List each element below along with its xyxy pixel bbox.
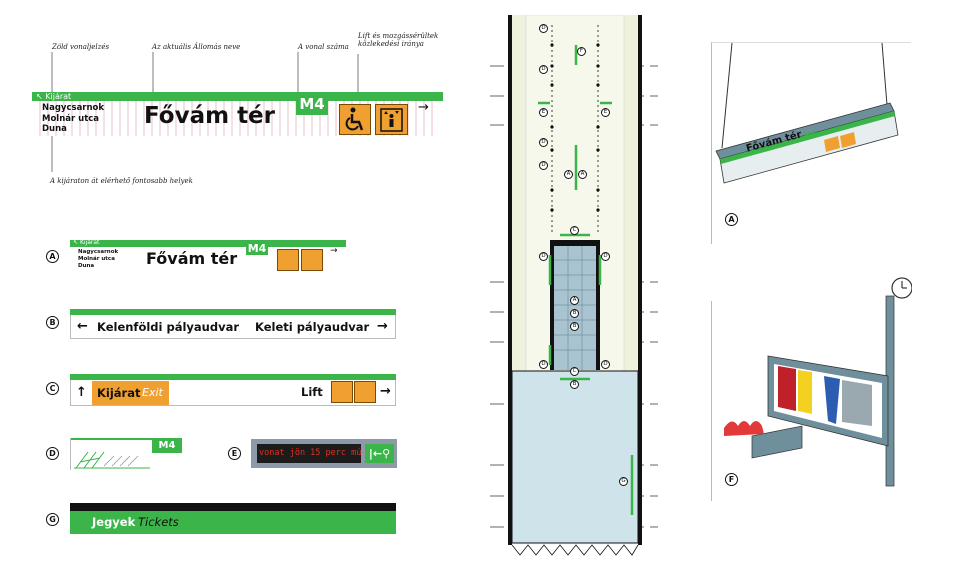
label-c-circle: C bbox=[46, 382, 59, 395]
label-d-circle: D bbox=[46, 447, 59, 460]
hanging-sign-illustration bbox=[715, 43, 899, 184]
annotation-current-station: Az aktuális Állomás neve bbox=[152, 43, 241, 51]
plan-marker-c: C bbox=[570, 226, 579, 235]
sign-b-right-destination: Keleti pályaudvar bbox=[255, 320, 370, 334]
plan-marker-d: D bbox=[601, 360, 610, 369]
label-e-circle: E bbox=[228, 447, 241, 460]
sign-e: vonat jön 15 perc múlva |←⚲ bbox=[251, 439, 397, 468]
label-a-circle: A bbox=[46, 250, 59, 263]
plan-marker-e: E bbox=[539, 108, 548, 117]
annotation-line-color: Zöld vonaljelzés bbox=[52, 43, 110, 51]
annotation-lift-direction: Lift és mozgássérültek közlekedési irány… bbox=[358, 32, 439, 48]
plan-marker-b: B bbox=[570, 380, 579, 389]
label-f-view-circle: F bbox=[725, 473, 738, 486]
plan-marker-b: B bbox=[570, 309, 579, 318]
platform-plan bbox=[490, 15, 658, 556]
plan-marker-a: A bbox=[570, 296, 579, 305]
annotation-leader-lines bbox=[51, 52, 359, 172]
sign-g-tickets: Jegyek bbox=[92, 515, 136, 529]
plan-marker-d: D bbox=[539, 65, 548, 74]
plan-sign-marks bbox=[538, 45, 634, 515]
sign-c-lift-icon bbox=[354, 381, 376, 403]
place-molnar-utca: Molnár utca bbox=[42, 113, 100, 124]
info-board-illustration bbox=[724, 277, 912, 487]
sign-c: ↑ Kijárat Exit Lift → bbox=[70, 374, 396, 406]
sign-c-arrow: → bbox=[380, 384, 391, 399]
sign-c-lift-label: Lift bbox=[301, 385, 323, 399]
plan-marker-f: F bbox=[577, 47, 586, 56]
plan-marker-d: D bbox=[539, 360, 548, 369]
plan-marker-d: D bbox=[601, 252, 610, 261]
sign-a-arrow: → bbox=[330, 246, 338, 256]
view-a-frame: Fővám tér M4 A bbox=[711, 42, 911, 244]
sign-a-wheelchair-icon bbox=[277, 249, 299, 271]
plan-marker-d: D bbox=[539, 252, 548, 261]
main-station-sign: ↖ Kijárat Nagycsarnok Molnár utca Duna F… bbox=[32, 92, 443, 136]
sign-g-tickets-en: Tickets bbox=[138, 515, 179, 529]
plan-marker-a: A bbox=[564, 170, 573, 179]
place-duna: Duna bbox=[42, 124, 67, 134]
main-sign-places: Nagycsarnok Molnár utca Duna bbox=[42, 103, 104, 135]
sign-c-exit-box: Kijárat Exit bbox=[92, 381, 169, 405]
main-sign-exit: ↖ Kijárat bbox=[36, 92, 72, 101]
place-nagycsarnok: Nagycsarnok bbox=[42, 103, 105, 113]
annotation-exit-places: A kijáraton át elérhető fontosabb helyek bbox=[50, 177, 193, 185]
main-sign-station-name: Fővám tér bbox=[144, 103, 276, 129]
plan-marker-b: B bbox=[570, 322, 579, 331]
sign-d: M4 bbox=[70, 438, 182, 470]
label-g-circle: G bbox=[46, 513, 59, 526]
sign-grid-lines bbox=[32, 92, 443, 136]
main-sign-line-badge: M4 bbox=[296, 94, 328, 115]
sign-b-left-arrow: ← bbox=[77, 319, 88, 334]
exit-running-icon: |←⚲ bbox=[365, 444, 394, 463]
label-a-view-circle: A bbox=[725, 213, 738, 226]
lift-icon bbox=[375, 104, 408, 135]
sign-e-display: vonat jön 15 perc múlva bbox=[257, 444, 361, 463]
sign-b-left-destination: Kelenföldi pályaudvar bbox=[97, 320, 239, 334]
sign-d-hatch-graphic bbox=[74, 451, 150, 469]
sign-g: Jegyek Tickets bbox=[70, 503, 396, 534]
view-f-frame: F bbox=[711, 277, 912, 501]
sign-a-station: Fővám tér bbox=[146, 249, 238, 268]
plan-marker-g: G bbox=[619, 477, 628, 486]
sign-a-exit: ↖ Kijárat bbox=[73, 239, 100, 246]
wheelchair-icon bbox=[339, 104, 371, 135]
annotation-line-number: A vonal száma bbox=[298, 43, 349, 51]
sign-b-right-arrow: → bbox=[377, 319, 388, 334]
sign-a-line-badge: M4 bbox=[246, 242, 268, 255]
sign-a-lift-icon bbox=[301, 249, 323, 271]
plan-marker-d: D bbox=[539, 138, 548, 147]
main-sign-arrow-right: → bbox=[418, 100, 429, 115]
plan-marker-a: A bbox=[578, 170, 587, 179]
sign-d-line-badge: M4 bbox=[152, 438, 182, 453]
sign-c-up-arrow: ↑ bbox=[76, 385, 87, 400]
plan-marker-d: D bbox=[539, 161, 548, 170]
label-b-circle: B bbox=[46, 316, 59, 329]
sign-c-wheelchair-icon bbox=[331, 381, 353, 403]
plan-marker-e: E bbox=[601, 108, 610, 117]
plan-marker-d: D bbox=[539, 24, 548, 33]
plan-marker-c: C bbox=[570, 367, 579, 376]
sign-b: ← Kelenföldi pályaudvar Keleti pályaudva… bbox=[70, 309, 396, 339]
